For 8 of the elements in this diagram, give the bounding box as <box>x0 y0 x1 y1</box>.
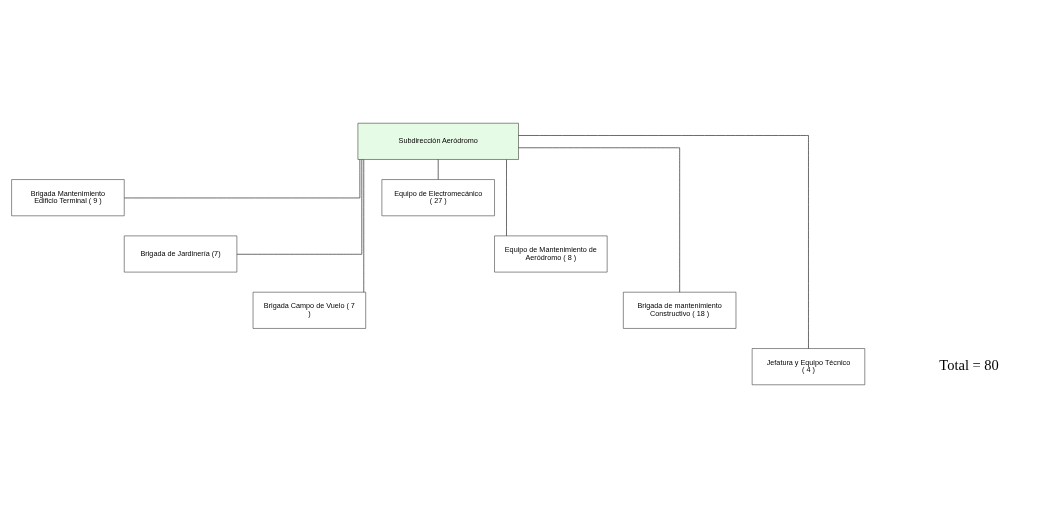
connector <box>518 135 809 349</box>
connector <box>363 159 365 293</box>
connector <box>506 159 507 237</box>
connector <box>437 159 439 180</box>
connector <box>518 147 680 293</box>
label: Total = 80 <box>939 357 999 374</box>
connector <box>236 159 363 255</box>
connector <box>124 159 361 199</box>
